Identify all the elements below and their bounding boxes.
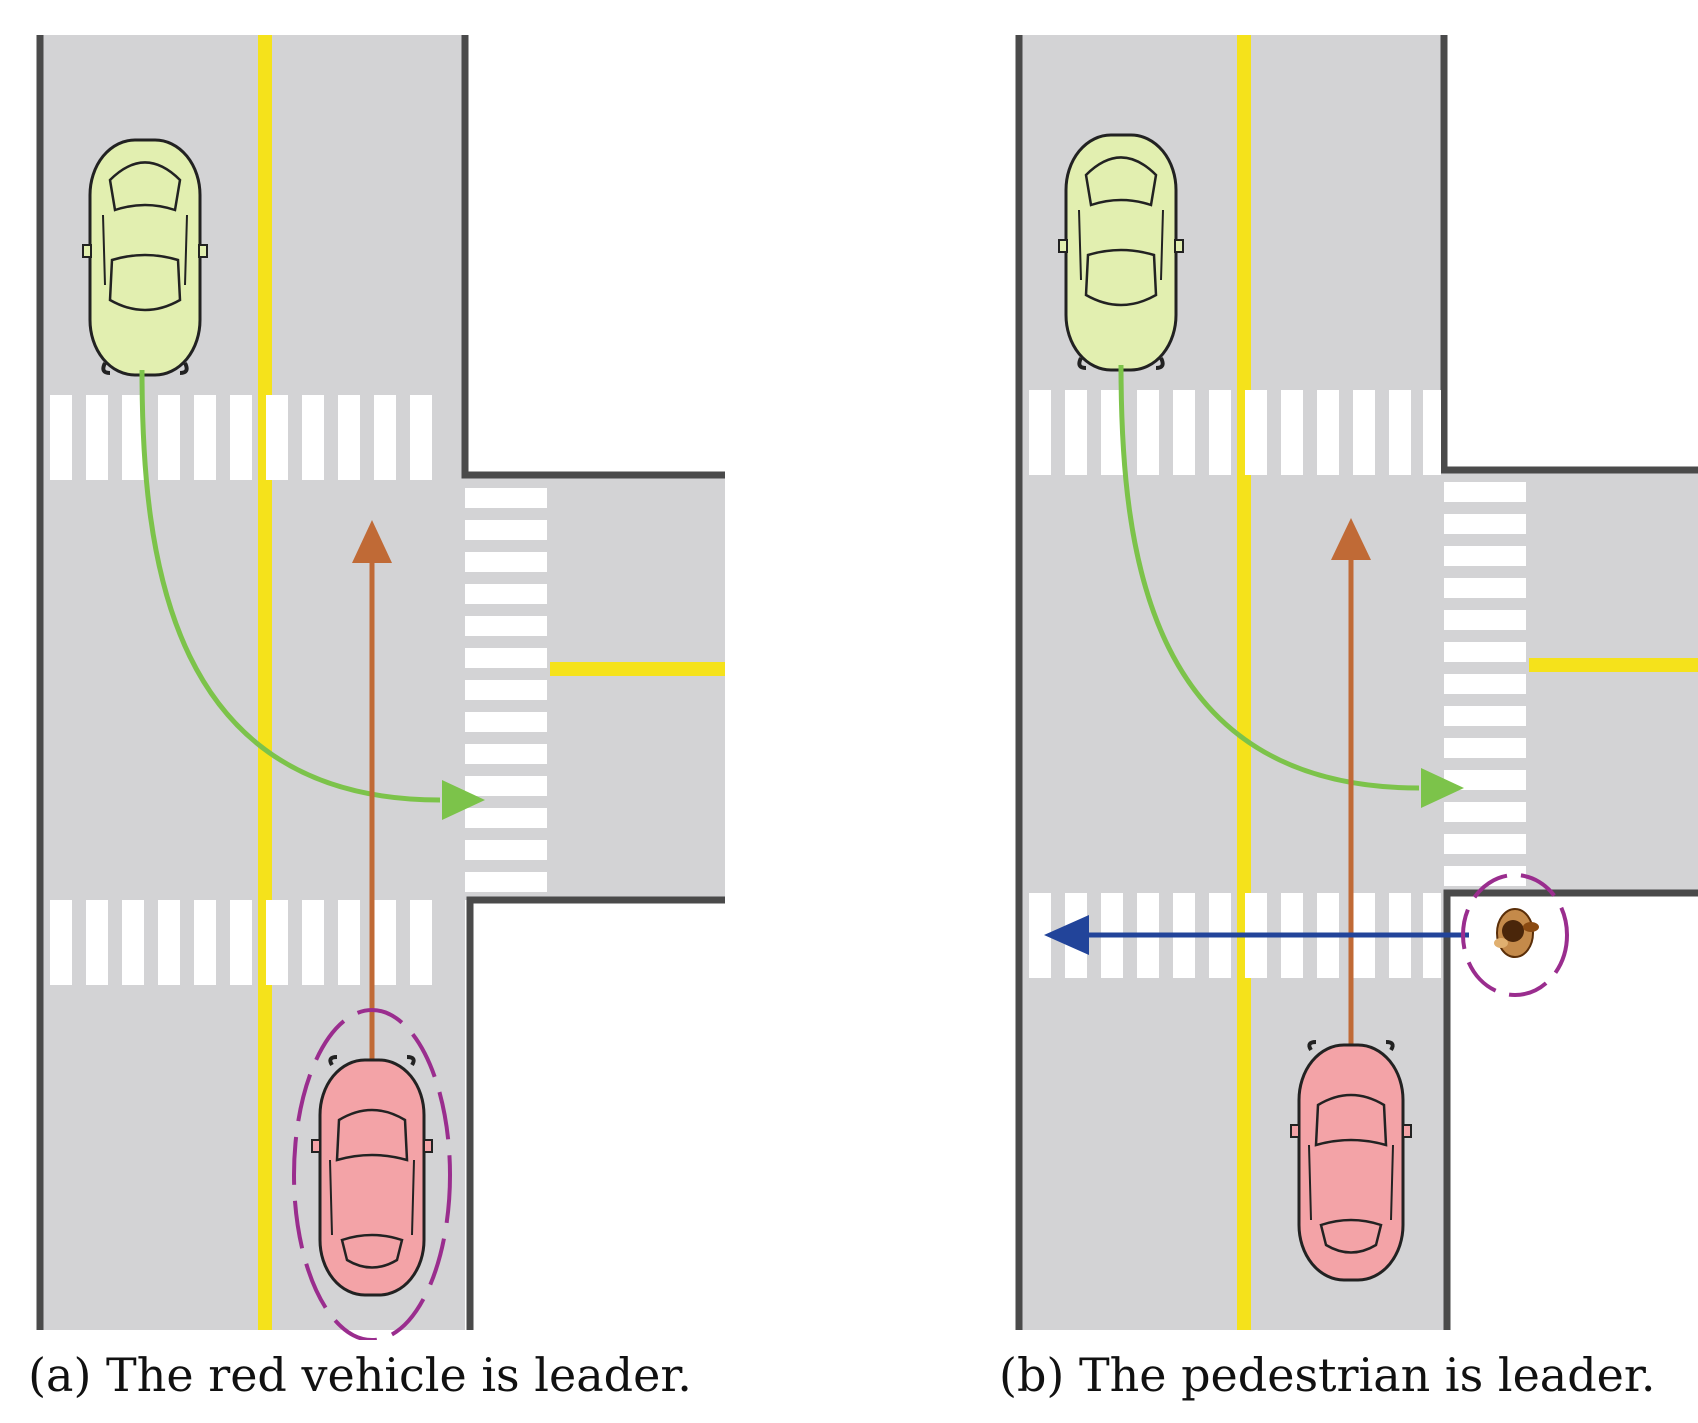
right-curb-lower (1443, 889, 1698, 1330)
red-path-arrowhead (1331, 518, 1371, 560)
center-line (258, 35, 272, 1330)
green-path-arrowhead (442, 780, 485, 820)
crosswalk-top (50, 395, 432, 480)
pedestrian (1494, 908, 1539, 958)
red-path-arrowhead (352, 520, 392, 563)
green-vehicle-path (139, 369, 441, 803)
leader-highlight-ring (1461, 873, 1569, 997)
green-vehicle (1058, 133, 1184, 372)
panel-a: (a) The red vehicle is leader. (28, 35, 725, 1402)
red-vehicle (1290, 1040, 1412, 1282)
leader-highlight-ring (292, 1008, 452, 1340)
side-center-line (1529, 658, 1698, 672)
red-vehicle (311, 1055, 433, 1297)
intersection-diagram-a (36, 35, 725, 1340)
crosswalk-top (1029, 390, 1441, 475)
panel-b: (b) The pedestrian is leader. (849, 0, 1698, 1423)
intersection-diagram-b (1015, 35, 1698, 1330)
caption-a: (a) The red vehicle is leader. (28, 1348, 692, 1402)
pedestrian-path-arrowhead (1044, 915, 1089, 955)
right-curb-upper (1440, 35, 1698, 474)
crosswalk-bottom (50, 900, 432, 985)
right-curb-lower (466, 896, 725, 1330)
right-curb-upper (461, 35, 725, 479)
caption-b: (b) The pedestrian is leader. (999, 1348, 1656, 1402)
crosswalk-side (1444, 482, 1526, 886)
green-vehicle (82, 138, 208, 377)
green-path-arrowhead (1421, 768, 1464, 808)
crosswalk-side (465, 488, 547, 892)
green-vehicle-path (1118, 364, 1420, 791)
center-line (1237, 35, 1251, 1330)
side-center-line (550, 662, 725, 676)
